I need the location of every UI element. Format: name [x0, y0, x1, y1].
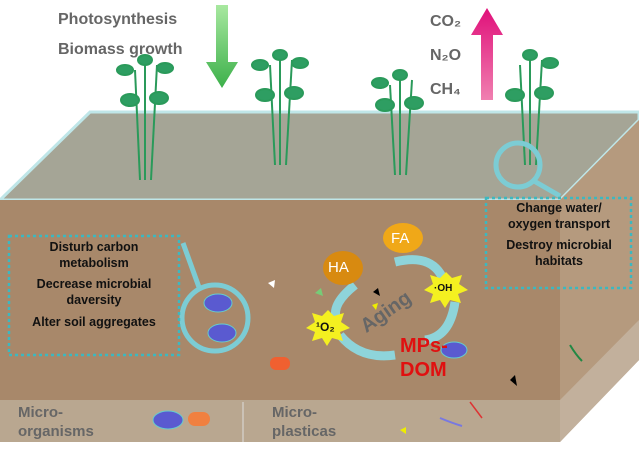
- dom-label: DOM: [400, 359, 447, 381]
- right-effects-box: [484, 196, 633, 290]
- o2-starburst: [306, 310, 350, 346]
- biomass-growth-label: Biomass growth: [58, 41, 183, 58]
- photosynthesis-label: Photosynthesis: [58, 11, 178, 28]
- upward-arrow: [471, 8, 503, 100]
- singlet-oxygen-label: ¹O₂: [316, 320, 335, 334]
- downward-arrow: [206, 5, 238, 88]
- magnifier-icon: [179, 140, 562, 354]
- oh-starburst: [424, 272, 468, 308]
- ch4-label: CH₄: [430, 81, 461, 98]
- fa-badge: [383, 223, 423, 253]
- n2o-label: N₂O: [430, 47, 462, 64]
- microplastic-fragments: [268, 280, 583, 434]
- fa-label: FA: [391, 230, 410, 247]
- oh-label: ·OH: [434, 283, 453, 294]
- microplastics-legend: Micro-plasticas: [272, 404, 337, 440]
- mps-label: MPs-: [400, 335, 448, 357]
- ha-label: HA: [328, 259, 349, 276]
- ha-badge: [323, 251, 363, 285]
- right-box-text: Change water/oxygen transport Destroy mi…: [506, 201, 612, 268]
- soil-bottom-layer: [0, 400, 560, 442]
- left-effects-box: [7, 234, 181, 357]
- co2-label: CO₂: [430, 13, 462, 30]
- plants: [116, 49, 559, 181]
- microorganisms-legend: Micro-organisms: [18, 404, 94, 440]
- microbe-icon: [152, 293, 468, 430]
